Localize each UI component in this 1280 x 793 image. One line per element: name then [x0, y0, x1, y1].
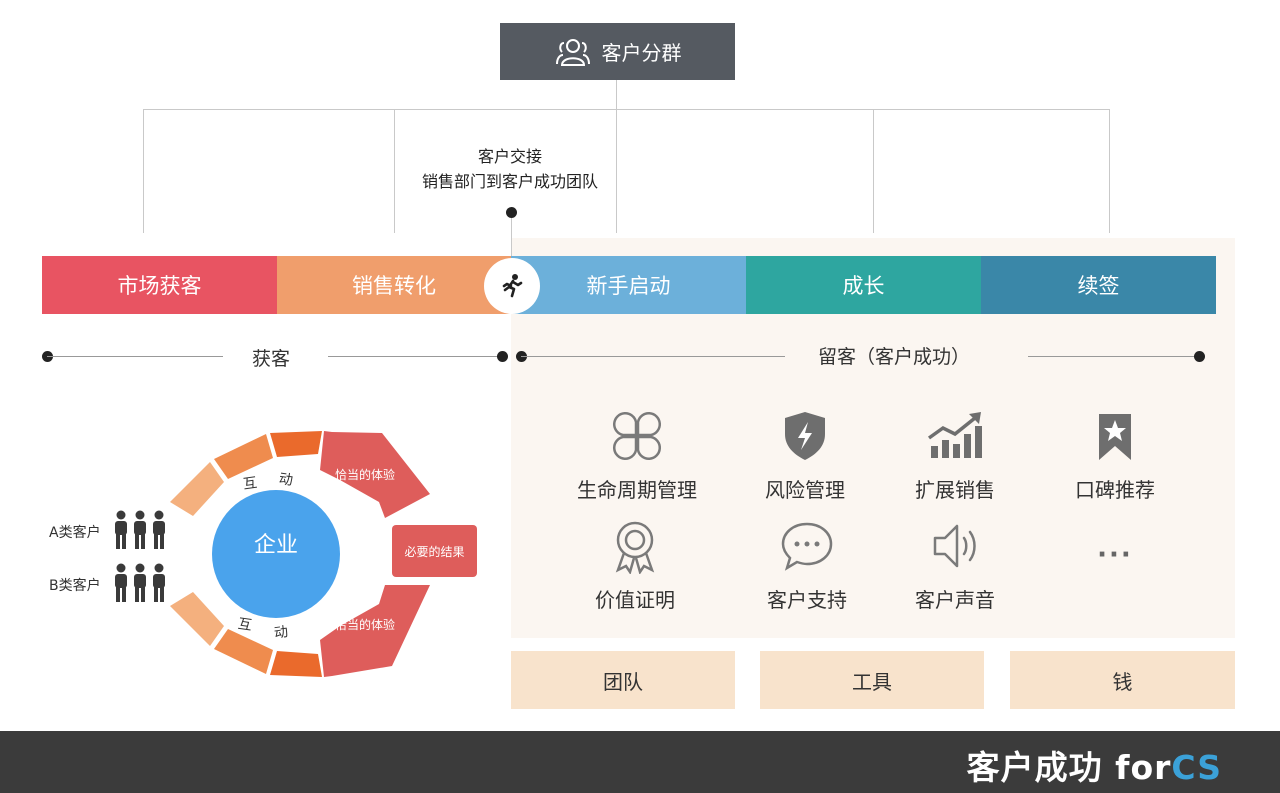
cycle-segment [214, 629, 273, 674]
resource-tools: 工具 [760, 651, 984, 709]
speaker-icon [933, 524, 976, 568]
interaction-bottom-2: 动 [273, 624, 290, 642]
growth-chart-icon [927, 412, 982, 458]
arrow-top [320, 431, 430, 518]
customer-b-label: B类客户 [49, 578, 101, 594]
item-label: 风险管理 [765, 478, 845, 502]
connector [511, 212, 512, 258]
connector [616, 109, 617, 233]
header-title: 客户分群 [601, 41, 682, 65]
connector [616, 80, 617, 109]
connector [143, 109, 1110, 110]
timeline-line [521, 356, 785, 357]
resource-team: 团队 [511, 651, 735, 709]
cycle-segment [270, 431, 322, 457]
award-badge-icon [615, 521, 655, 575]
stage-onboarding: 新手启动 [511, 256, 746, 314]
experience-top-label: 恰当的体验 [335, 468, 396, 482]
timeline-dot [1194, 351, 1205, 362]
experience-bottom-label: 恰当的体验 [335, 618, 396, 632]
phase-retention: 留客（客户成功） [818, 346, 971, 368]
connector [1109, 109, 1110, 233]
timeline-dot [497, 351, 508, 362]
handover-line-1: 客户交接 [477, 147, 542, 166]
bookmark-star-icon [1099, 414, 1131, 460]
item-value-proof: 价值证明 [555, 518, 715, 613]
item-voice-of-customer: 客户声音 [875, 518, 1035, 613]
customer-a-icon [115, 510, 165, 549]
item-risk-management: 风险管理 [725, 408, 885, 503]
item-label: 扩展销售 [915, 478, 995, 502]
more-dots-icon: ··· [1097, 540, 1133, 570]
item-more: ··· [1035, 540, 1195, 570]
timeline-line [1028, 356, 1200, 357]
result-box [392, 525, 477, 577]
item-label: 客户支持 [767, 588, 847, 612]
enterprise-circle [212, 490, 340, 618]
cycle-segment [270, 651, 322, 677]
cycle-segment [170, 462, 224, 516]
item-label: 生命周期管理 [577, 478, 697, 502]
customer-segmentation-header: 客户分群 [500, 23, 735, 80]
interaction-top-1: 互 [242, 475, 259, 493]
stage-growth: 成长 [746, 256, 981, 314]
cycle-segment [170, 592, 224, 646]
item-label: 口碑推荐 [1075, 478, 1155, 502]
brand-accent: CS [1171, 748, 1222, 787]
timeline-line [47, 356, 223, 357]
phase-acquisition: 获客 [252, 348, 291, 370]
result-label: 必要的结果 [404, 545, 465, 559]
connector [143, 109, 144, 233]
handover-label: 客户交接 销售部门到客户成功团队 [390, 144, 630, 194]
footer-bar [0, 731, 1280, 793]
clover-icon [613, 412, 661, 460]
customer-a-label: A类客户 [49, 525, 101, 541]
connector [394, 109, 395, 233]
connector [873, 109, 874, 233]
handover-dot [506, 207, 517, 218]
enterprise-label: 企业 [253, 533, 298, 558]
item-customer-support: 客户支持 [727, 518, 887, 613]
running-person-icon [502, 274, 523, 298]
brand-main: 客户成功 for [966, 748, 1172, 787]
cycle-diagram [115, 431, 477, 677]
handover-marker [484, 258, 540, 314]
chat-bubble-icon [781, 522, 833, 571]
footer-brand: 客户成功 forCS [967, 741, 1222, 789]
stage-market-acquisition: 市场获客 [42, 256, 277, 314]
item-label: 价值证明 [595, 588, 675, 612]
shield-bolt-icon [785, 412, 825, 460]
stage-sales-conversion: 销售转化 [277, 256, 511, 314]
item-label: 客户声音 [915, 588, 995, 612]
interaction-top-2: 动 [277, 471, 294, 489]
cycle-segment [214, 434, 273, 479]
customer-b-icon [115, 563, 165, 602]
arrow-bottom [320, 585, 430, 677]
item-lifecycle-management: 生命周期管理 [557, 408, 717, 503]
handover-line-2: 销售部门到客户成功团队 [421, 172, 598, 191]
resource-money: 钱 [1010, 651, 1235, 709]
stage-renewal: 续签 [981, 256, 1216, 314]
interaction-bottom-1: 互 [236, 616, 253, 634]
timeline-line [328, 356, 503, 357]
users-group-icon [555, 38, 590, 66]
item-expansion-sales: 扩展销售 [875, 408, 1035, 503]
item-word-of-mouth: 口碑推荐 [1035, 408, 1195, 503]
